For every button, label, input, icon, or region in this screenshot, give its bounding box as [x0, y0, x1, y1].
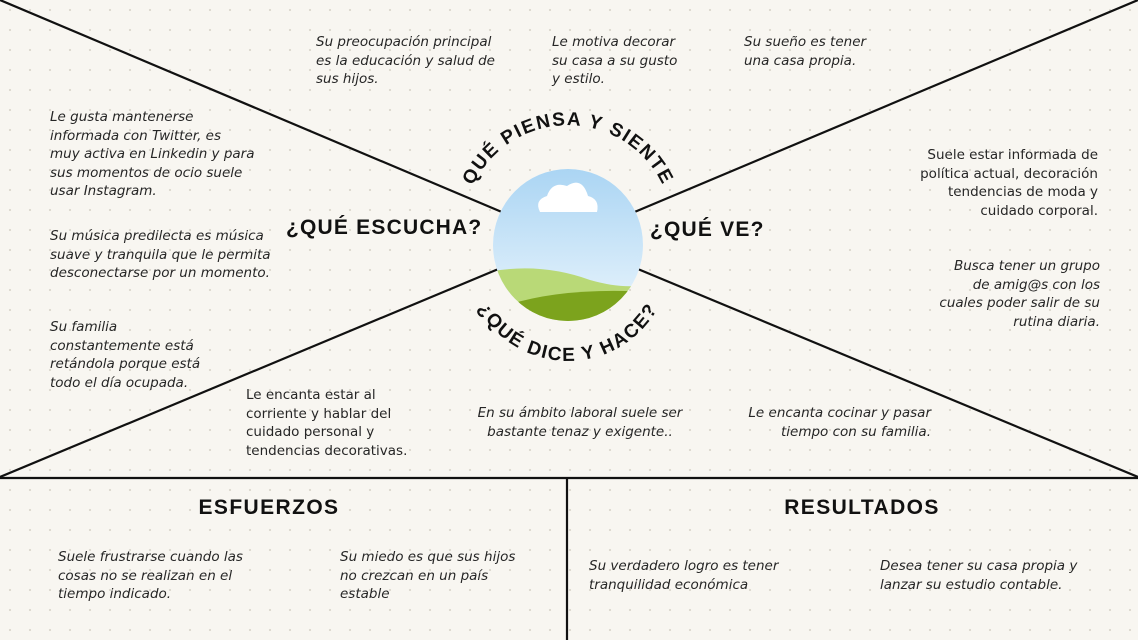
- note-sees-1: Suele estar informada de política actual…: [920, 147, 1098, 219]
- note-says-3: Le encanta cocinar y pasar tiempo con su…: [748, 405, 931, 440]
- diagonal-bottom-left: [0, 238, 569, 479]
- diagonal-top-left: [0, 0, 569, 242]
- note-hears-2: Su música predilecta es música suave y t…: [50, 228, 271, 281]
- cloud-icon: [538, 182, 598, 212]
- efforts-title: ESFUERZOS: [198, 496, 340, 519]
- diagonal-bottom-right: [567, 238, 1138, 479]
- heading-hears: ¿QUÉ ESCUCHA?: [286, 216, 483, 239]
- landscape-circle: [493, 169, 643, 321]
- note-efforts-2: Su miedo es que sus hijos no crezcan en …: [340, 549, 516, 602]
- note-thinks-2: Le motiva decorar su casa a su gusto y e…: [552, 34, 678, 87]
- note-efforts-1: Suele frustrarse cuando las cosas no se …: [58, 549, 243, 602]
- note-sees-2: Busca tener un grupo de amig@s con los c…: [939, 258, 1100, 330]
- note-hears-3: Su familia constantemente está retándola…: [50, 319, 201, 391]
- note-thinks-1: Su preocupación principal es la educació…: [316, 34, 495, 87]
- note-hears-1: Le gusta mantenerse informada con Twitte…: [50, 109, 255, 199]
- results-title: RESULTADOS: [784, 496, 940, 519]
- note-results-1: Su verdadero logro es tener tranquilidad…: [589, 558, 779, 593]
- note-says-1: Le encanta estar al corriente y hablar d…: [246, 387, 408, 459]
- heading-sees: ¿QUÉ VE?: [650, 218, 765, 241]
- diagonal-top-right: [567, 0, 1138, 242]
- note-says-2: En su ámbito laboral suele ser bastante …: [477, 405, 683, 440]
- note-results-2: Desea tener su casa propia y lanzar su e…: [880, 558, 1078, 593]
- note-thinks-3: Su sueño es tener una casa propia.: [744, 34, 867, 69]
